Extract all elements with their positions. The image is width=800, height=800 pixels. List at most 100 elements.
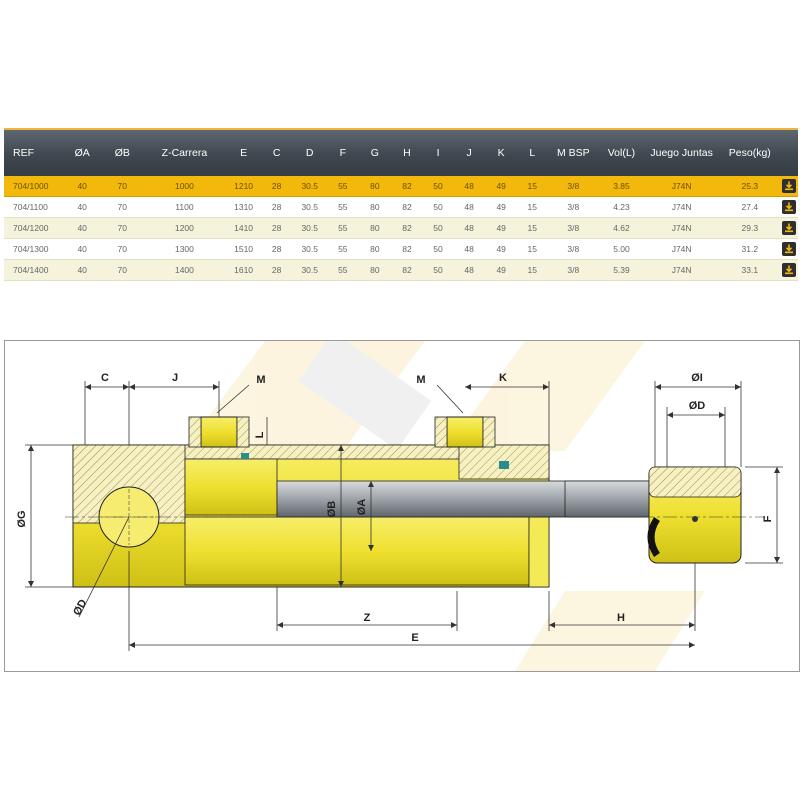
table-cell: J74N — [643, 217, 720, 239]
table-cell: 704/1400 — [4, 259, 63, 281]
dim-label-k: K — [499, 372, 507, 384]
table-cell: 48 — [453, 259, 486, 281]
table-cell: 48 — [453, 196, 486, 218]
table-cell: 55 — [326, 238, 359, 260]
table-cell: 40 — [62, 259, 103, 281]
table-cell: 1610 — [226, 259, 261, 281]
table-cell: 15 — [517, 217, 548, 239]
table-cell: 48 — [453, 217, 486, 239]
table-cell: 1510 — [226, 238, 261, 260]
row-action-cell — [779, 238, 798, 260]
table-cell: 55 — [326, 176, 359, 197]
table-cell: 80 — [358, 238, 391, 260]
table-cell: J74N — [643, 176, 720, 197]
table-cell: 3/8 — [547, 217, 600, 239]
table-cell: 49 — [485, 217, 518, 239]
download-icon[interactable] — [781, 200, 796, 214]
dim-label-oi: ØI — [691, 372, 703, 384]
table-cell: 70 — [102, 196, 143, 218]
table-cell: 15 — [517, 176, 548, 197]
table-cell: 28 — [260, 217, 293, 239]
table-cell: 55 — [326, 217, 359, 239]
table-cell: 80 — [358, 259, 391, 281]
rod-end-eye — [647, 466, 742, 564]
rod-extension — [564, 480, 650, 518]
dimension-lines — [25, 381, 783, 651]
table-cell: 29.3 — [719, 217, 780, 239]
table-cell: J74N — [643, 196, 720, 218]
column-header: K — [497, 147, 505, 159]
column-header: E — [240, 147, 248, 159]
table-cell: 50 — [423, 196, 454, 218]
table-cell: 30.5 — [292, 238, 327, 260]
column-header: G — [370, 147, 379, 159]
dim-label-e: E — [411, 632, 418, 644]
column-header: F — [339, 147, 347, 159]
table-cell: 15 — [517, 238, 548, 260]
download-icon[interactable] — [781, 179, 796, 193]
table-cell: 704/1200 — [4, 217, 63, 239]
table-cell: 50 — [423, 176, 454, 197]
column-header: Z-Carrera — [161, 147, 208, 159]
table-cell: 3/8 — [547, 238, 600, 260]
cylinder-technical-drawing: C J M M K ØI ØD L ØG ØB ØA F ØD Z H E — [4, 340, 800, 672]
download-icon[interactable] — [781, 263, 796, 277]
table-cell: 70 — [102, 176, 143, 197]
table-cell: 3/8 — [547, 259, 600, 281]
column-header: ØA — [74, 147, 90, 159]
table-cell: 49 — [485, 259, 518, 281]
dim-label-c: C — [101, 372, 109, 384]
column-header: D — [305, 147, 314, 159]
table-cell: 1410 — [226, 217, 261, 239]
dim-label-m-left: M — [256, 374, 265, 386]
table-cell: 55 — [326, 259, 359, 281]
table-cell: 3/8 — [547, 176, 600, 197]
table-cell: 40 — [62, 196, 103, 218]
table-cell: 80 — [358, 217, 391, 239]
table-cell: 5.39 — [599, 259, 644, 281]
table-cell: 1100 — [142, 196, 227, 218]
table-cell: 4.23 — [599, 196, 644, 218]
dim-label-ob: ØB — [326, 501, 338, 518]
table-cell: 25.3 — [719, 176, 780, 197]
column-header: Peso(kg) — [728, 147, 771, 159]
dim-label-m-right: M — [416, 374, 425, 386]
dim-label-j: J — [172, 372, 178, 384]
table-cell: 70 — [102, 217, 143, 239]
column-header: ØB — [114, 147, 130, 159]
column-header-action — [780, 130, 798, 176]
table-cell: 70 — [102, 259, 143, 281]
table-cell: 28 — [260, 259, 293, 281]
dim-label-f: F — [762, 515, 774, 522]
table-cell: 4.62 — [599, 217, 644, 239]
table-cell: 704/1300 — [4, 238, 63, 260]
table-cell: 1210 — [226, 176, 261, 197]
table-cell: 27.4 — [719, 196, 780, 218]
table-cell: 82 — [390, 259, 423, 281]
table-cell: 1300 — [142, 238, 227, 260]
table-cell: 30.5 — [292, 259, 327, 281]
download-icon[interactable] — [781, 221, 796, 235]
download-icon[interactable] — [781, 242, 796, 256]
table-cell: 80 — [358, 176, 391, 197]
table-cell: 1000 — [142, 176, 227, 197]
table-cell: J74N — [643, 238, 720, 260]
dim-label-z: Z — [364, 612, 371, 624]
row-action-cell — [779, 217, 798, 239]
table-cell: 50 — [423, 259, 454, 281]
table-cell: 30.5 — [292, 176, 327, 197]
dim-label-od-left: ØD — [71, 597, 89, 617]
dimension-arrows — [28, 384, 780, 648]
column-header: C — [272, 147, 281, 159]
table-cell: 82 — [390, 196, 423, 218]
table-cell: 82 — [390, 176, 423, 197]
table-cell: 15 — [517, 196, 548, 218]
table-cell: 5.00 — [599, 238, 644, 260]
